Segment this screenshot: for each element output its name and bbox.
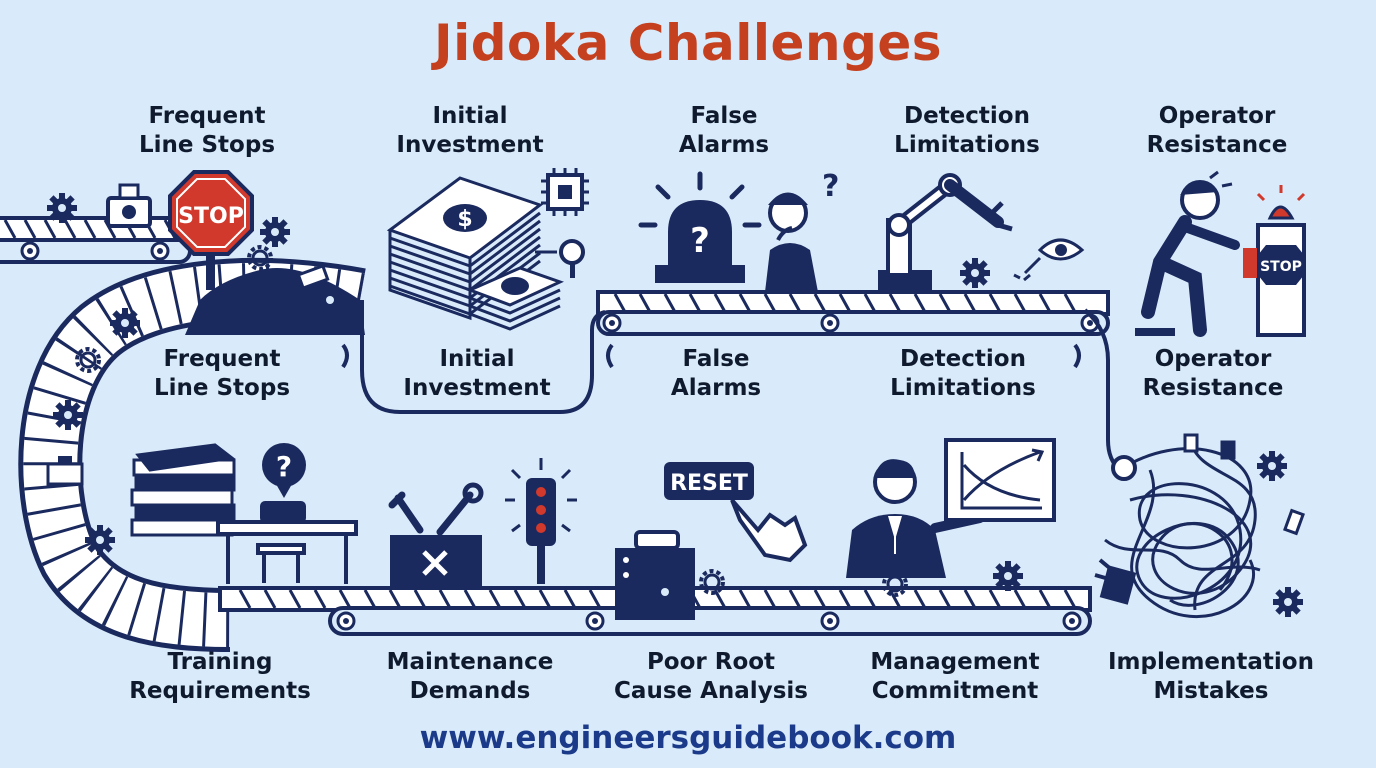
label-top-frequent-line-stops: Frequent Line Stops	[87, 102, 327, 160]
manager-icon	[846, 459, 985, 597]
page-title: Jidoka Challenges	[433, 14, 943, 72]
label-line: Investment	[396, 132, 544, 158]
alarm-beacon-icon: ?	[638, 171, 762, 283]
confused-worker-icon: ?	[765, 169, 839, 292]
label-line: Implementation	[1108, 649, 1314, 675]
gear-icon	[1273, 587, 1303, 617]
label-line: Poor Root	[646, 649, 776, 675]
label-line: Detection	[900, 346, 1026, 372]
pushing-worker-icon	[1135, 170, 1240, 337]
label-top-operator-resistance: Operator Resistance	[1097, 102, 1337, 160]
svg-text:RESET: RESET	[670, 471, 748, 496]
traffic-light-icon	[505, 458, 577, 584]
label-line: Frequent	[163, 346, 281, 372]
label-bottom-implementation-mistakes: Implementation Mistakes	[1071, 648, 1351, 706]
svg-text:?: ?	[822, 169, 839, 204]
toolbox-icon	[388, 482, 484, 588]
svg-text:?: ?	[690, 221, 710, 261]
label-line: Operator	[1158, 103, 1276, 129]
label-top-false-alarms: False Alarms	[604, 102, 844, 160]
label-middle-frequent-line-stops: Frequent Line Stops	[102, 345, 342, 403]
robot-arm-icon	[878, 173, 1013, 294]
label-line: Line Stops	[138, 132, 276, 158]
label-line: Detection	[904, 103, 1030, 129]
svg-text:$: $	[457, 207, 472, 232]
label-top-initial-investment: Initial Investment	[350, 102, 590, 160]
label-top-detection-limitations: Detection Limitations	[847, 102, 1087, 160]
label-line: Resistance	[1146, 132, 1288, 158]
gear-icon	[993, 561, 1023, 591]
label-bottom-maintenance-demands: Maintenance Demands	[350, 648, 590, 706]
label-line: False	[682, 346, 750, 372]
gear-icon	[960, 258, 990, 288]
label-line: Frequent	[148, 103, 266, 129]
svg-text:STOP: STOP	[1260, 259, 1302, 275]
label-line: Mistakes	[1153, 678, 1269, 704]
reset-button-icon: RESET	[664, 462, 754, 500]
machine-icon	[615, 530, 725, 620]
label-line: Maintenance	[386, 649, 554, 675]
label-line: Limitations	[894, 132, 1040, 158]
label-line: Limitations	[890, 375, 1036, 401]
label-line: Line Stops	[153, 375, 291, 401]
label-bottom-poor-root-cause-analysis: Poor Root Cause Analysis	[591, 648, 831, 706]
label-middle-operator-resistance: Operator Resistance	[1093, 345, 1333, 403]
gear-pile	[185, 217, 365, 335]
stop-sign-icon: STOP	[168, 170, 254, 290]
label-middle-detection-limitations: Detection Limitations	[843, 345, 1083, 403]
footer-url[interactable]: www.engineersguidebook.com	[419, 720, 957, 756]
camera-icon	[106, 183, 152, 228]
label-line: Alarms	[670, 375, 762, 401]
label-bottom-management-commitment: Management Commitment	[835, 648, 1075, 706]
gear-icon	[1257, 451, 1287, 481]
conveyor-top-right	[596, 290, 1110, 336]
label-line: Initial	[439, 346, 515, 372]
label-line: Commitment	[871, 678, 1039, 704]
books-icon	[130, 443, 236, 537]
gear-icon	[47, 193, 77, 223]
label-line: Management	[870, 649, 1040, 675]
label-line: False	[690, 103, 758, 129]
label-line: Alarms	[678, 132, 770, 158]
label-line: Cause Analysis	[614, 678, 808, 704]
label-line: Investment	[403, 375, 551, 401]
label-line: Requirements	[129, 678, 311, 704]
question-bubble-icon: ?	[262, 443, 306, 498]
hand-pointer-icon	[730, 498, 808, 563]
label-middle-initial-investment: Initial Investment	[357, 345, 597, 403]
label-line: Initial	[432, 103, 508, 129]
stop-button-icon: STOP	[1243, 185, 1306, 337]
stop-sign-text: STOP	[178, 204, 244, 229]
microchip-icon	[535, 168, 589, 278]
eye-icon	[1013, 238, 1085, 282]
label-bottom-training-requirements: Training Requirements	[100, 648, 340, 706]
label-line: Operator	[1154, 346, 1272, 372]
svg-text:?: ?	[276, 450, 292, 483]
money-stack-icon: $	[386, 176, 565, 331]
label-line: Training	[167, 649, 273, 675]
label-middle-false-alarms: False Alarms	[596, 345, 836, 403]
label-line: Demands	[409, 678, 531, 704]
chart-board-icon	[944, 438, 1056, 522]
desk-icon	[216, 501, 358, 584]
label-line: Resistance	[1142, 375, 1284, 401]
conveyor-top-left	[0, 216, 192, 264]
tangled-cables-icon	[1094, 433, 1305, 619]
